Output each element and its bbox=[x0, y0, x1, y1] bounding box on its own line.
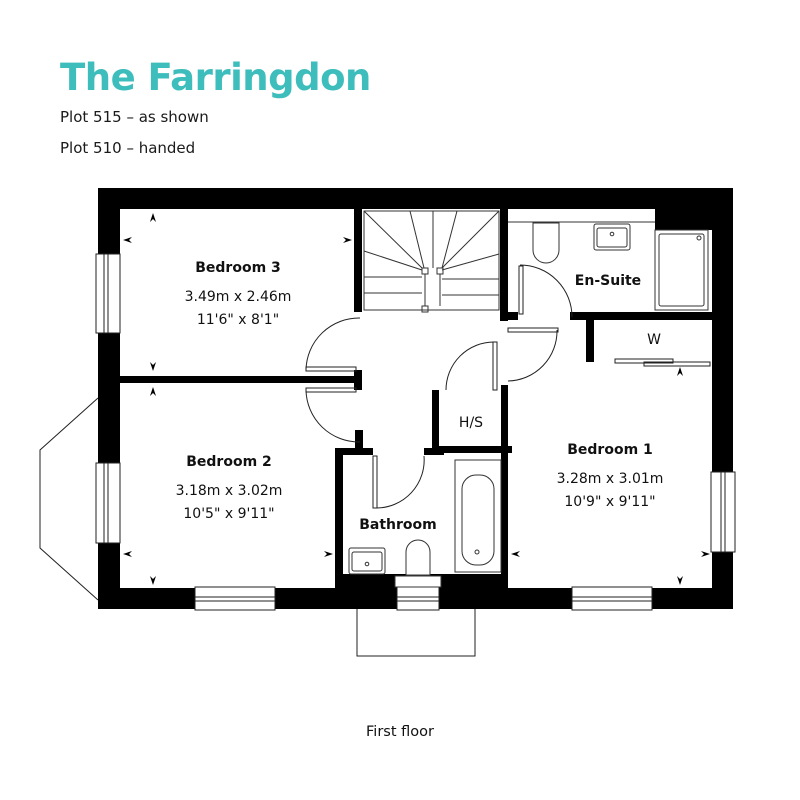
room-name-bedroom-2: Bedroom 2 bbox=[186, 454, 272, 470]
floor-caption: First floor bbox=[366, 724, 434, 740]
room-metric-bedroom-2: 3.18m x 3.02m bbox=[176, 483, 283, 499]
porch-outline bbox=[356, 608, 476, 657]
room-metric-bedroom-3: 3.49m x 2.46m bbox=[185, 289, 292, 305]
plot-510-label: Plot 510 – handed bbox=[60, 139, 196, 157]
sanitary-fittings bbox=[348, 221, 709, 588]
room-imperial-bedroom-1: 10'9" x 9'11" bbox=[564, 494, 655, 510]
room-labels: Bedroom 3 3.49m x 2.46m 11'6" x 8'1" Bed… bbox=[176, 260, 664, 533]
room-imperial-bedroom-2: 10'5" x 9'11" bbox=[183, 506, 274, 522]
room-name-bedroom-3: Bedroom 3 bbox=[195, 260, 281, 276]
staircase bbox=[363, 210, 500, 313]
room-name-bedroom-1: Bedroom 1 bbox=[567, 442, 653, 458]
dimension-arrows bbox=[123, 213, 710, 585]
room-name-en-suite: En-Suite bbox=[575, 273, 641, 289]
internal-walls bbox=[120, 209, 712, 590]
room-name-wardrobe: W bbox=[647, 332, 661, 348]
doors bbox=[305, 264, 711, 509]
room-imperial-bedroom-3: 11'6" x 8'1" bbox=[197, 312, 279, 328]
room-name-hot-water-store: H/S bbox=[459, 415, 483, 431]
plot-515-label: Plot 515 – as shown bbox=[60, 108, 209, 126]
windows bbox=[95, 253, 736, 611]
room-name-bathroom: Bathroom bbox=[359, 517, 437, 533]
room-metric-bedroom-1: 3.28m x 3.01m bbox=[557, 471, 664, 487]
page-title: The Farringdon bbox=[60, 56, 371, 99]
bay-window-outline bbox=[39, 397, 99, 601]
